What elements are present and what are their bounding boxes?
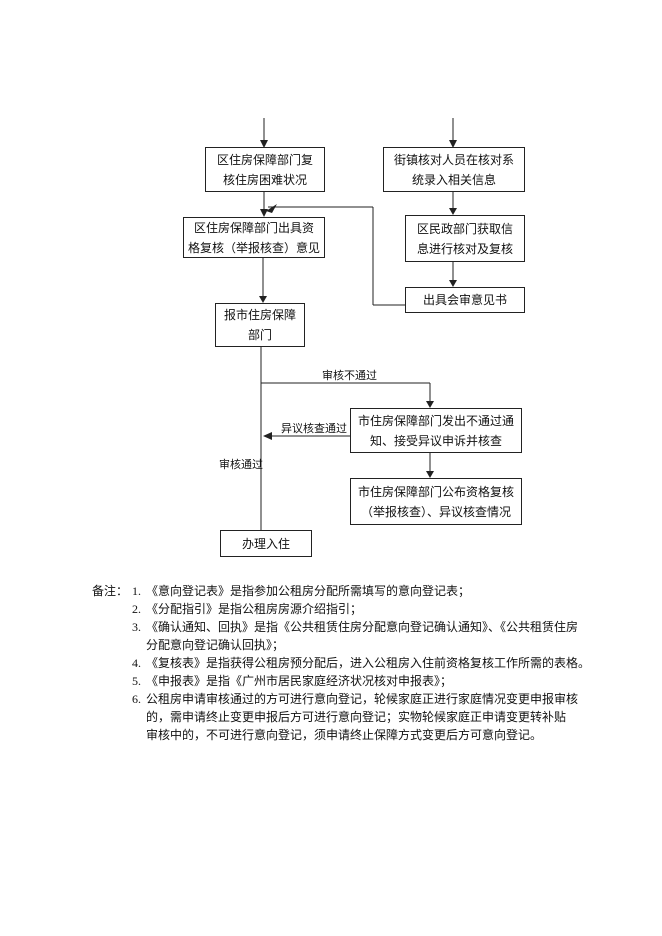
flow-box-report-city-dept: 报市住房保障 部门 bbox=[215, 303, 305, 347]
notes-label: 备注： bbox=[92, 584, 129, 598]
note-item: 6. 公租房申请审核通过的方可进行意向登记，轮候家庭正进行家庭情况变更申报审核 … bbox=[132, 690, 652, 744]
arrow-into-district-recheck bbox=[260, 118, 268, 148]
note-number: 3. bbox=[132, 620, 141, 634]
arrow-branch-review-fail bbox=[261, 382, 434, 408]
note-item: 2. 《分配指引》是指公租房房源介绍指引； bbox=[132, 600, 652, 618]
flow-box-civil-affairs-check: 区民政部门获取信 息进行核对及复核 bbox=[405, 215, 525, 262]
note-text: 《确认通知、回执》是指《公共租赁住房分配意向登记确认通知》、《公共租赁住房 分配… bbox=[146, 620, 579, 652]
flow-box-city-fail-notice: 市住房保障部门发出不通过通 知、接受异议申诉并核查 bbox=[350, 408, 522, 453]
note-item: 5. 《申报表》是指《广州市居民家庭经济状况核对申报表》； bbox=[132, 672, 652, 690]
arrow-civil-affairs-to-joint-review bbox=[449, 262, 457, 287]
arrow-objection-check-pass bbox=[263, 432, 350, 440]
edge-label-review-pass: 审核通过 bbox=[219, 459, 263, 471]
flow-box-district-recheck: 区住房保障部门复 核住房困难状况 bbox=[205, 147, 325, 192]
notes-section: 备注： 1. 《意向登记表》是指参加公租房分配所需填写的意向登记表； 2. 《分… bbox=[92, 582, 652, 744]
arrow-into-street-input bbox=[449, 118, 457, 148]
connector-joint-review-feedback bbox=[266, 204, 405, 306]
note-number: 5. bbox=[132, 674, 141, 688]
note-number: 6. bbox=[132, 692, 141, 706]
note-text: 《申报表》是指《广州市居民家庭经济状况核对申报表》； bbox=[146, 674, 453, 688]
arrow-opinion-to-report-city bbox=[259, 258, 267, 303]
note-number: 2. bbox=[132, 602, 141, 616]
edge-label-objection-check-pass: 异议核查通过 bbox=[281, 423, 347, 435]
note-text: 《分配指引》是指公租房房源介绍指引； bbox=[146, 602, 363, 616]
flow-box-city-publish-result: 市住房保障部门公布资格复核 （举报核查）、异议核查情况 bbox=[350, 478, 522, 525]
note-item: 备注： 1. 《意向登记表》是指参加公租房分配所需填写的意向登记表； bbox=[92, 582, 652, 600]
flow-box-street-input: 街镇核对人员在核对系 统录入相关信息 bbox=[383, 147, 525, 192]
note-number: 4. bbox=[132, 656, 141, 670]
flow-box-district-opinion: 区住房保障部门出具资 格复核（举报核查）意见 bbox=[183, 217, 325, 258]
arrow-fail-notice-to-publish bbox=[426, 453, 434, 478]
note-item: 4. 《复核表》是指获得公租房预分配后，进入公租房入住前资格复核工作所需的表格。 bbox=[132, 654, 652, 672]
note-item: 3. 《确认通知、回执》是指《公共租赁住房分配意向登记确认通知》、《公共租赁住房… bbox=[132, 618, 652, 654]
arrow-street-to-civil-affairs bbox=[449, 192, 457, 215]
note-text: 《意向登记表》是指参加公租房分配所需填写的意向登记表； bbox=[146, 584, 471, 598]
arrow-district-recheck-to-opinion bbox=[260, 192, 268, 217]
flow-box-joint-review-opinion: 出具会审意见书 bbox=[405, 287, 525, 313]
note-text: 公租房申请审核通过的方可进行意向登记，轮候家庭正进行家庭情况变更申报审核 的，需… bbox=[146, 692, 579, 742]
edge-label-review-fail: 审核不通过 bbox=[322, 370, 377, 382]
note-number: 1. bbox=[132, 584, 141, 598]
flow-box-move-in: 办理入住 bbox=[220, 530, 312, 557]
note-text: 《复核表》是指获得公租房预分配后，进入公租房入住前资格复核工作所需的表格。 bbox=[146, 656, 591, 670]
